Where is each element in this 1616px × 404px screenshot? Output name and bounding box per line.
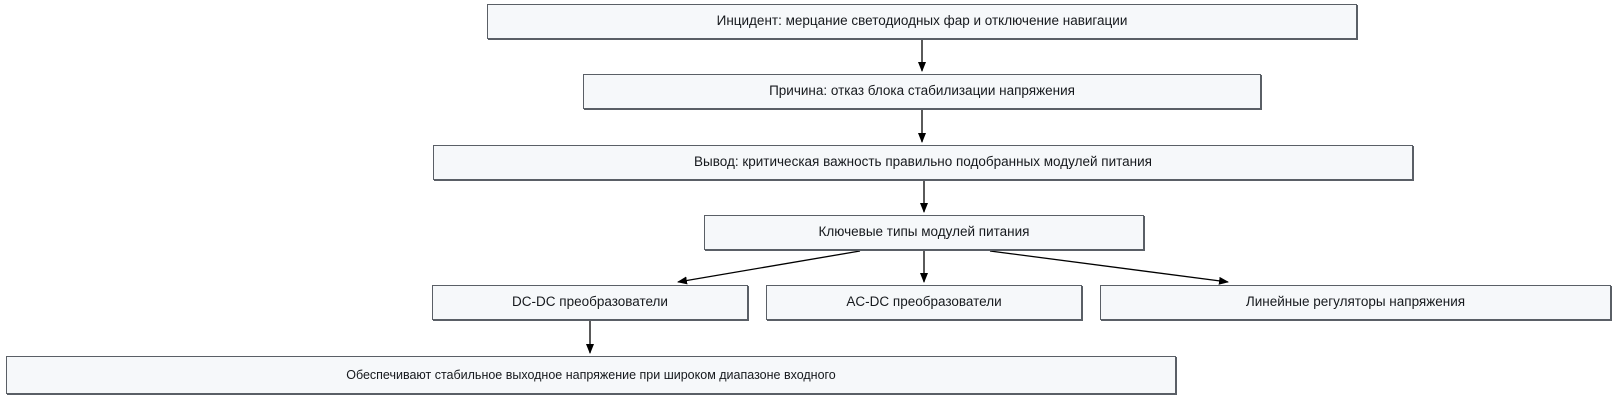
node-cause-label: Причина: отказ блока стабилизации напряж… bbox=[769, 83, 1075, 99]
edge-key-types-to-dcdc bbox=[677, 250, 861, 285]
node-key-types[interactable]: Ключевые типы модулей питания bbox=[704, 215, 1144, 250]
node-stable-output[interactable]: Обеспечивают стабильное выходное напряже… bbox=[6, 356, 1176, 394]
node-linear-regulators[interactable]: Линейные регуляторы напряжения bbox=[1100, 285, 1611, 320]
node-dcdc-converters-label: DC-DC преобразователи bbox=[512, 294, 668, 310]
node-acdc-converters-label: AC-DC преобразователи bbox=[846, 294, 1002, 310]
node-key-types-label: Ключевые типы модулей питания bbox=[818, 224, 1030, 240]
node-conclusion[interactable]: Вывод: критическая важность правильно по… bbox=[433, 145, 1413, 180]
node-acdc-converters[interactable]: AC-DC преобразователи bbox=[766, 285, 1082, 320]
edge-key-types-to-linear bbox=[989, 250, 1229, 285]
node-incident[interactable]: Инцидент: мерцание светодиодных фар и от… bbox=[487, 4, 1357, 39]
node-conclusion-label: Вывод: критическая важность правильно по… bbox=[694, 154, 1152, 170]
node-dcdc-converters[interactable]: DC-DC преобразователи bbox=[432, 285, 748, 320]
node-linear-regulators-label: Линейные регуляторы напряжения bbox=[1245, 294, 1466, 310]
node-cause[interactable]: Причина: отказ блока стабилизации напряж… bbox=[583, 74, 1261, 109]
node-stable-output-label: Обеспечивают стабильное выходное напряже… bbox=[346, 367, 836, 382]
node-incident-label: Инцидент: мерцание светодиодных фар и от… bbox=[716, 13, 1128, 29]
